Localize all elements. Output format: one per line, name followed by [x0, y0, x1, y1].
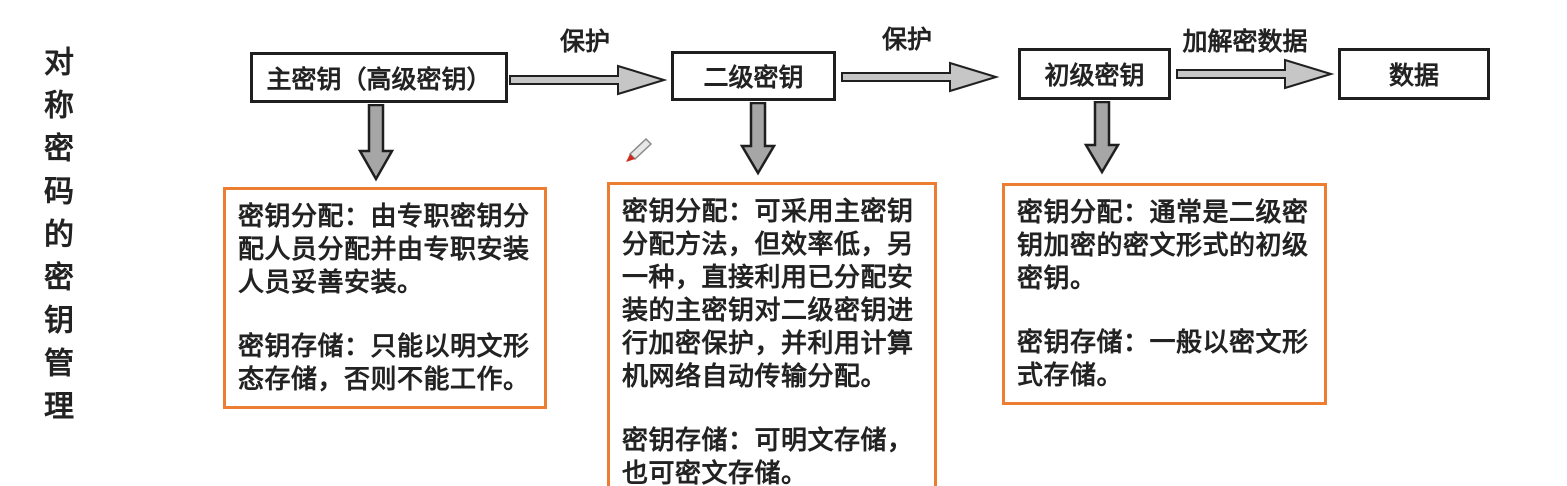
detail-box-secondary-key: 密钥分配：可采用主密钥分配方法，但效率低，另一种，直接利用已分配安装的主密钥对二… [607, 182, 937, 486]
node-secondary-key: 二级密钥 [671, 51, 836, 101]
primary-key-storage-text: 密钥存储：一般以密文形式存储。 [1017, 327, 1309, 390]
primary-key-distribution-text: 密钥分配：通常是二级密钥加密的密文形式的初级密钥。 [1017, 197, 1309, 293]
node-secondary-key-label: 二级密钥 [703, 64, 804, 92]
right-arrow-icon [1175, 56, 1335, 92]
detail-box-primary-key: 密钥分配：通常是二级密钥加密的密文形式的初级密钥。 密钥存储：一般以密文形式存储… [1002, 183, 1327, 405]
master-key-distribution-text: 密钥分配：由专职密钥分配人员分配并由专职安装人员妥善安装。 [238, 201, 530, 297]
pencil-cursor-icon [622, 136, 654, 164]
detail-box-master-key: 密钥分配：由专职密钥分配人员分配并由专职安装人员妥善安装。 密钥存储：只能以明文… [223, 187, 547, 409]
node-primary-key-label: 初级密钥 [1044, 62, 1145, 90]
page-title: 对称密码的密钥管理 [39, 46, 72, 433]
node-master-key: 主密钥（高级密钥） [250, 52, 508, 103]
arrow-label-protect-1: 保护 [559, 28, 610, 56]
down-arrow-icon [356, 103, 396, 182]
secondary-key-distribution-text: 密钥分配：可采用主密钥分配方法，但效率低，另一种，直接利用已分配安装的主密钥对二… [622, 196, 914, 391]
down-arrow-icon [738, 101, 778, 176]
right-arrow-icon [840, 59, 1000, 95]
secondary-key-storage-text: 密钥存储：可明文存储，也可密文存储。 [622, 425, 914, 486]
master-key-storage-text: 密钥存储：只能以明文形态存储，否则不能工作。 [238, 331, 530, 394]
node-master-key-label: 主密钥（高级密钥） [266, 65, 492, 94]
arrow-label-protect-2: 保护 [881, 26, 932, 54]
arrow-label-encrypt-decrypt-data: 加解密数据 [1182, 28, 1308, 56]
down-arrow-icon [1082, 100, 1122, 175]
node-data-label: 数据 [1388, 62, 1439, 90]
node-data: 数据 [1338, 48, 1490, 100]
node-primary-key: 初级密钥 [1018, 48, 1171, 100]
right-arrow-icon [508, 62, 668, 98]
